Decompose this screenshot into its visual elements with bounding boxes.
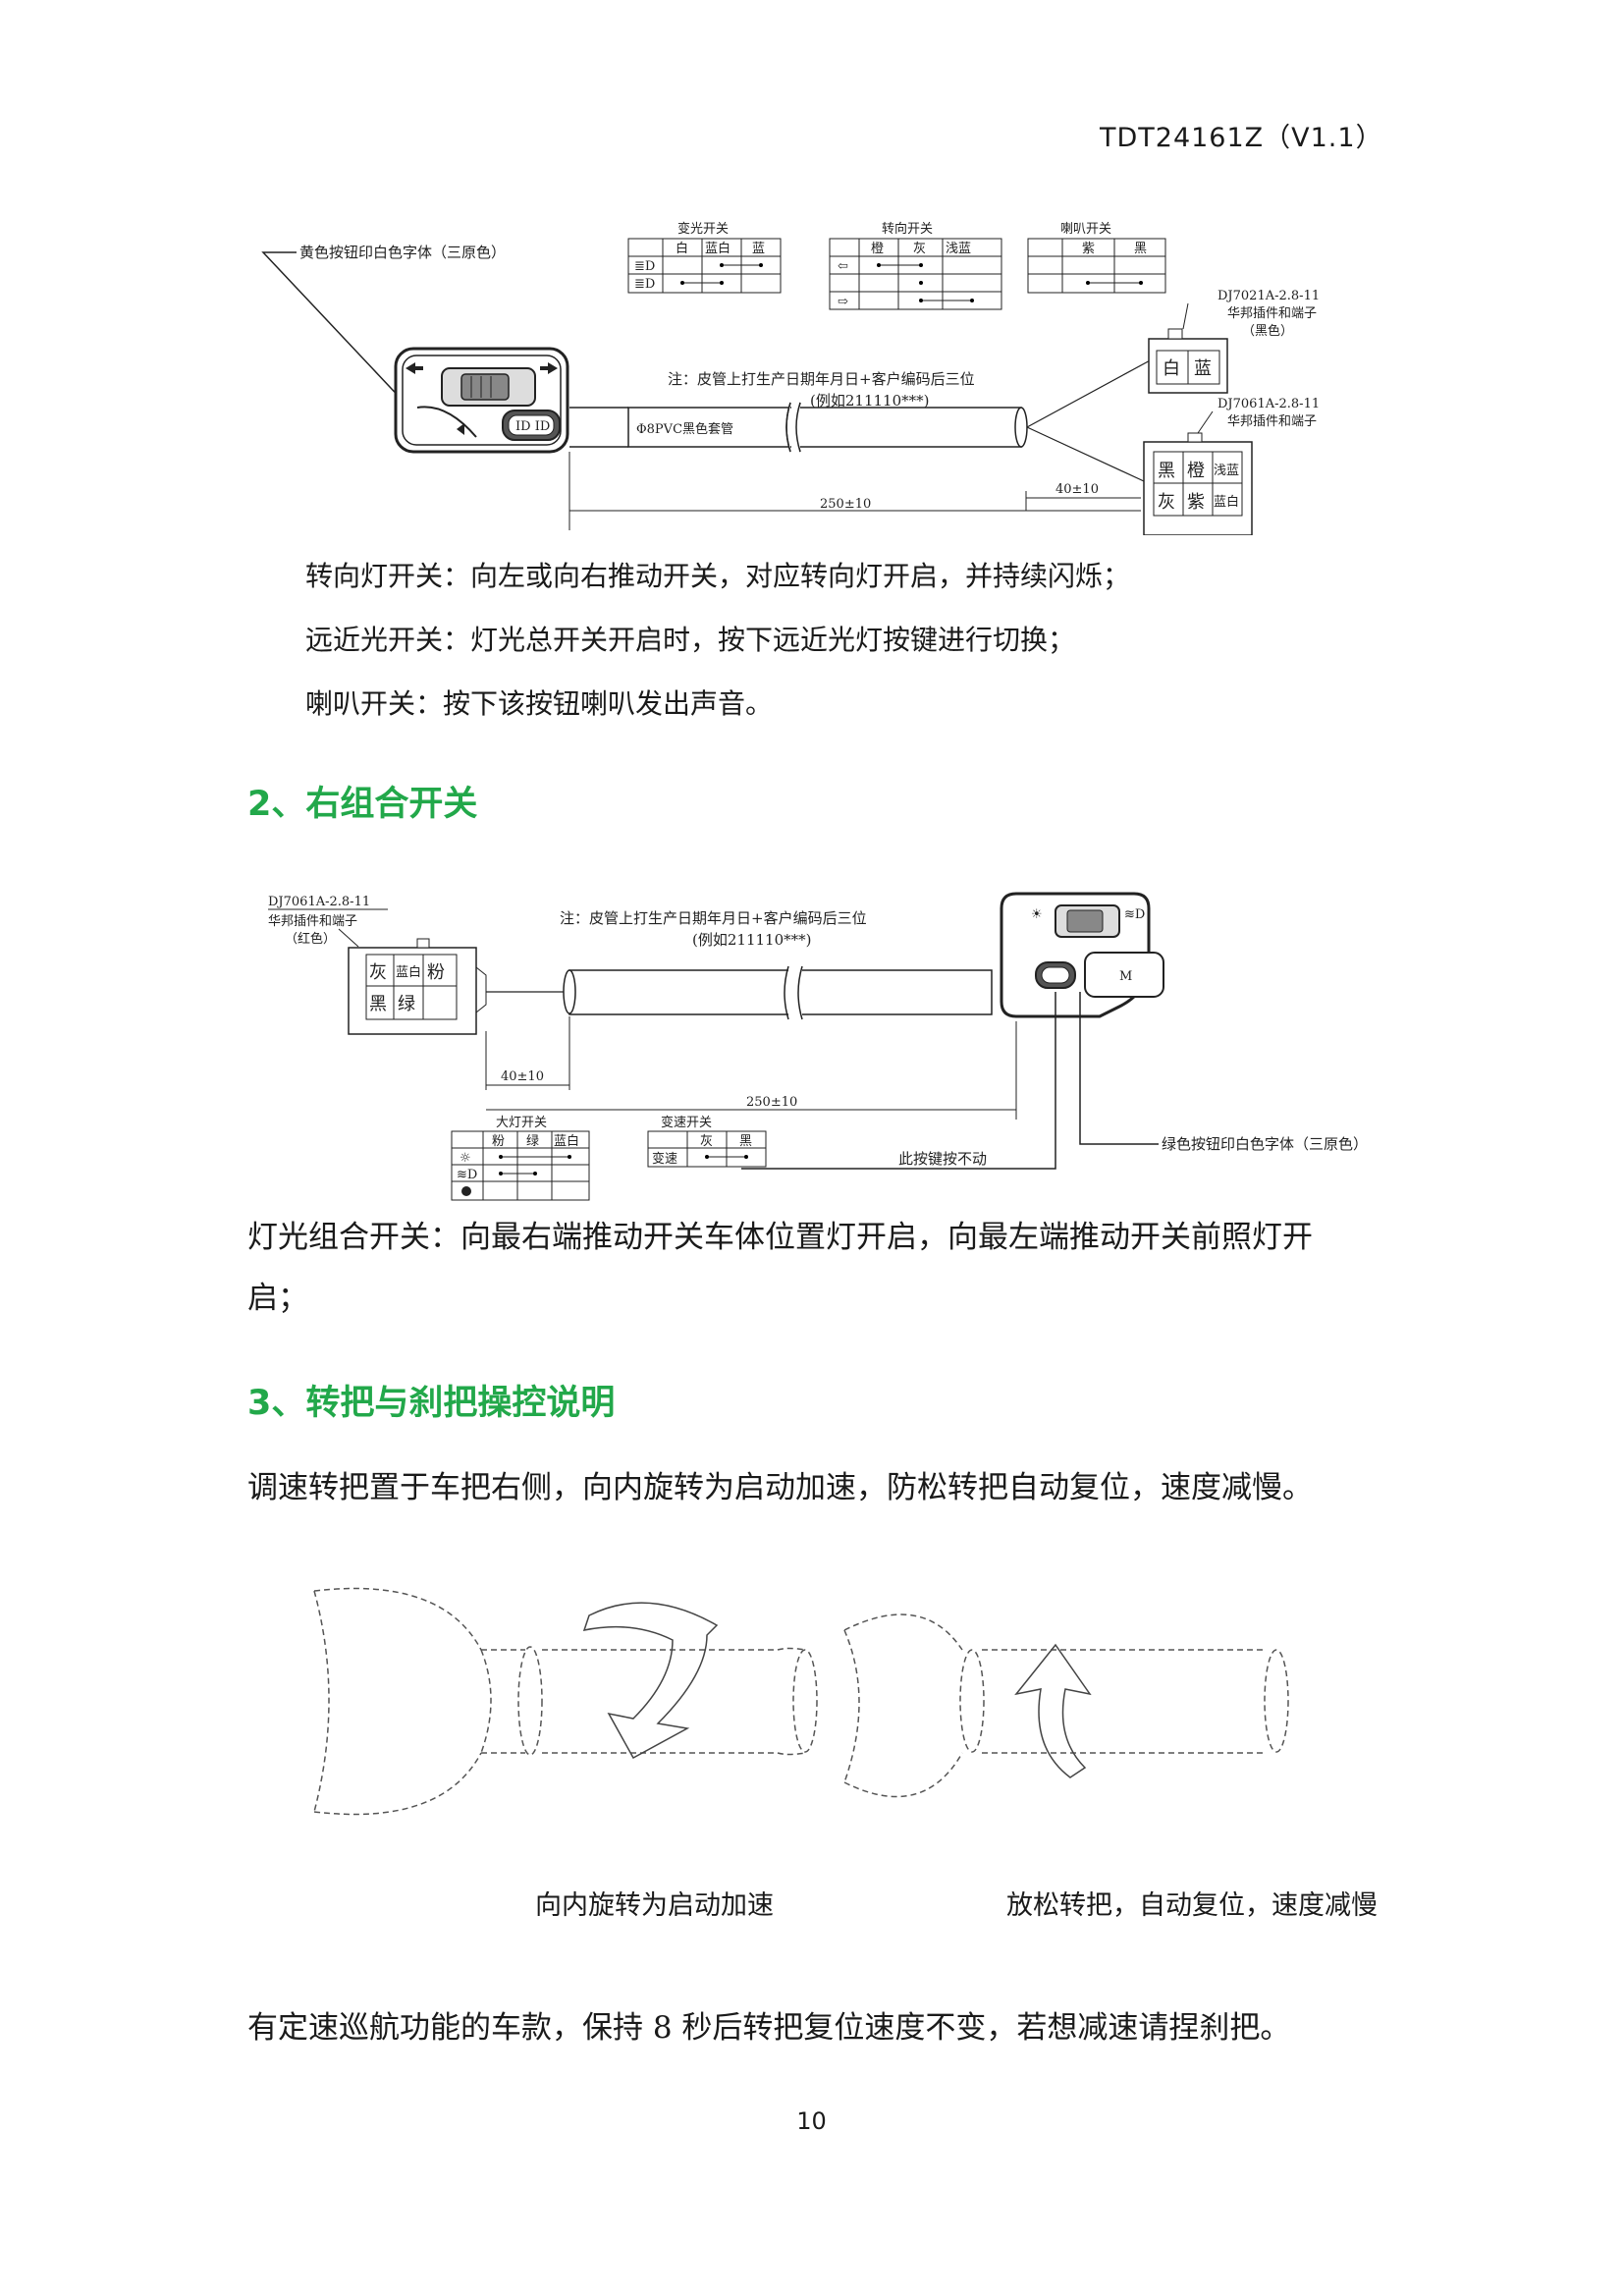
svg-text:变速: 变速: [652, 1151, 677, 1167]
light-switch-description-line2: 启；: [247, 1281, 308, 1316]
horn-switch-table: 喇叭开关 紫 黑: [1027, 222, 1166, 294]
right-switch-diagram: DJ7061A-2.8-11 华邦插件和端子 （红色） 灰 蓝白 粉 黑 绿 注…: [268, 892, 1368, 1201]
svg-text:大灯开关: 大灯开关: [496, 1116, 547, 1130]
left-switch-diagram: 黄色按钮印白色字体（三原色） ID ID Φ8PVC黑色套管 注：皮管上打生产日…: [261, 221, 1320, 535]
right-arrow-icon: [540, 362, 558, 374]
svg-text:白: 白: [676, 241, 688, 256]
right-connector: 灰 蓝白 粉 黑 绿: [348, 938, 487, 1035]
horn-description: 喇叭开关：按下该按钮喇叭发出声音。: [305, 687, 774, 720]
headlight-switch-table: 大灯开关 粉 绿 蓝白 ☼ ≋D: [451, 1116, 590, 1201]
svg-text:灰: 灰: [1158, 492, 1175, 513]
svg-text:40±10: 40±10: [501, 1069, 544, 1084]
svg-text:ID ID: ID ID: [515, 419, 550, 434]
right-cable-note-1: 注：皮管上打生产日期年月日+客户编码后三位: [560, 909, 867, 927]
svg-text:≣D: ≣D: [634, 259, 655, 274]
beam-switch-table: 变光开关 白 蓝白 蓝 ≣D ≣D: [627, 221, 782, 294]
svg-text:40±10: 40±10: [1055, 482, 1099, 497]
svg-text:蓝白: 蓝白: [1214, 494, 1239, 510]
left-connector-top: 白 蓝: [1148, 328, 1228, 394]
svg-text:⇦: ⇦: [838, 259, 848, 274]
speed-switch-table: 变速开关 灰 黑 变速: [647, 1115, 767, 1168]
svg-text:变速开关: 变速开关: [661, 1115, 712, 1130]
locked-button: [1084, 952, 1164, 998]
left-button-note: 黄色按钮印白色字体（三原色）: [299, 244, 506, 261]
svg-text:（红色）: （红色）: [285, 931, 336, 947]
position-light-icon: ☀: [1031, 907, 1043, 922]
rotate-inward-arrow-icon: [582, 1602, 719, 1760]
svg-text:转向开关: 转向开关: [882, 221, 933, 237]
release-return-arrow-icon: [1014, 1643, 1092, 1778]
document-code: TDT24161Z（V1.1）: [1100, 123, 1383, 153]
svg-text:☼: ☼: [460, 1151, 471, 1166]
no-press-note: 此按键按不动: [898, 1150, 987, 1168]
svg-text:250±10: 250±10: [820, 497, 871, 512]
svg-text:黑: 黑: [1134, 242, 1147, 256]
svg-text:喇叭开关: 喇叭开关: [1060, 222, 1111, 237]
svg-text:华邦插件和端子: 华邦插件和端子: [1227, 414, 1317, 429]
left-connector-bottom: 黑 橙 浅蓝 灰 紫 蓝白: [1143, 432, 1253, 535]
svg-text:灰: 灰: [700, 1134, 713, 1149]
svg-text:白: 白: [1163, 358, 1180, 379]
left-cable-sleeve: [627, 407, 1022, 448]
svg-text:≣D: ≣D: [634, 277, 655, 292]
svg-text:蓝白: 蓝白: [554, 1133, 579, 1149]
section-3-title: 3、转把与刹把操控说明: [247, 1384, 616, 1423]
left-connector-bottom-model: DJ7061A-2.8-11: [1217, 397, 1320, 411]
right-button-note: 绿色按钮印白色字体（三原色）: [1162, 1135, 1368, 1153]
svg-text:绿: 绿: [398, 994, 415, 1014]
turn-signal-description: 转向灯开关：向左或向右推动开关，对应转向灯开启，并持续闪烁；: [305, 560, 1131, 592]
svg-text:变光开关: 变光开关: [677, 221, 729, 237]
svg-text:橙: 橙: [1187, 461, 1205, 481]
svg-text:≋D: ≋D: [457, 1168, 477, 1182]
caption-accelerate: 向内旋转为启动加速: [535, 1890, 774, 1921]
svg-text:绿: 绿: [526, 1134, 539, 1149]
horn-icon: [457, 423, 464, 435]
svg-text:⇨: ⇨: [838, 295, 848, 309]
right-cable-sleeve: [568, 969, 993, 1015]
svg-text:蓝: 蓝: [1194, 358, 1212, 379]
svg-text:250±10: 250±10: [746, 1095, 797, 1110]
svg-text:黑: 黑: [1158, 461, 1175, 481]
svg-text:蓝白: 蓝白: [396, 964, 421, 980]
svg-text:紫: 紫: [1082, 242, 1095, 256]
svg-text:粉: 粉: [427, 962, 445, 983]
svg-text:黑: 黑: [369, 994, 387, 1014]
throttle-intro: 调速转把置于车把右侧，向内旋转为启动加速，防松转把自动复位，速度减慢。: [247, 1470, 1313, 1505]
headlight-icon: ≋D: [1124, 907, 1145, 922]
left-connector-top-model: DJ7021A-2.8-11: [1217, 289, 1320, 303]
svg-text:蓝: 蓝: [752, 242, 765, 256]
svg-text:紫: 紫: [1187, 492, 1205, 513]
right-switch-housing: ☀ ≋D M: [1000, 892, 1164, 1018]
right-cable-note-2: (例如211110***): [692, 931, 811, 949]
left-switch-housing: ID ID: [394, 347, 569, 454]
section-2-title: 2、右组合开关: [247, 785, 478, 824]
turn-switch-table: 转向开关 橙 灰 浅蓝 ⇦ ⇨: [829, 221, 1002, 310]
svg-text:浅蓝: 浅蓝: [1214, 464, 1239, 478]
svg-text:灰: 灰: [913, 242, 926, 256]
svg-text:浅蓝: 浅蓝: [946, 242, 971, 256]
svg-text:M: M: [1119, 969, 1132, 984]
svg-text:灰: 灰: [369, 962, 387, 983]
page-number: 10: [796, 2107, 827, 2135]
svg-text:Φ8PVC黑色套管: Φ8PVC黑色套管: [636, 421, 733, 437]
svg-text:橙: 橙: [871, 242, 884, 256]
beam-description: 远近光开关：灯光总开关开启时，按下远近光灯按键进行切换；: [305, 624, 1076, 656]
svg-text:华邦插件和端子: 华邦插件和端子: [1227, 306, 1317, 321]
svg-text:蓝白: 蓝白: [705, 241, 730, 256]
caption-release: 放松转把，自动复位，速度减慢: [1006, 1890, 1378, 1921]
svg-text:华邦插件和端子: 华邦插件和端子: [268, 914, 357, 929]
svg-text:黑: 黑: [739, 1134, 752, 1149]
left-cable-note-1: 注：皮管上打生产日期年月日+客户编码后三位: [668, 370, 975, 388]
left-cable-note-2: (例如211110***): [810, 392, 929, 410]
cruise-description: 有定速巡航功能的车款，保持 8 秒后转把复位速度不变，若想减速请捏刹把。: [247, 2010, 1291, 2046]
right-connector-model: DJ7061A-2.8-11: [268, 895, 370, 909]
light-switch-description-line1: 灯光组合开关：向最右端推动开关车体位置灯开启，向最左端推动开关前照灯开: [247, 1220, 1313, 1255]
throttle-diagram: [313, 1587, 1289, 1816]
svg-text:（黑色）: （黑色）: [1242, 323, 1293, 339]
left-arrow-icon: [406, 362, 423, 374]
svg-text:粉: 粉: [492, 1134, 505, 1149]
